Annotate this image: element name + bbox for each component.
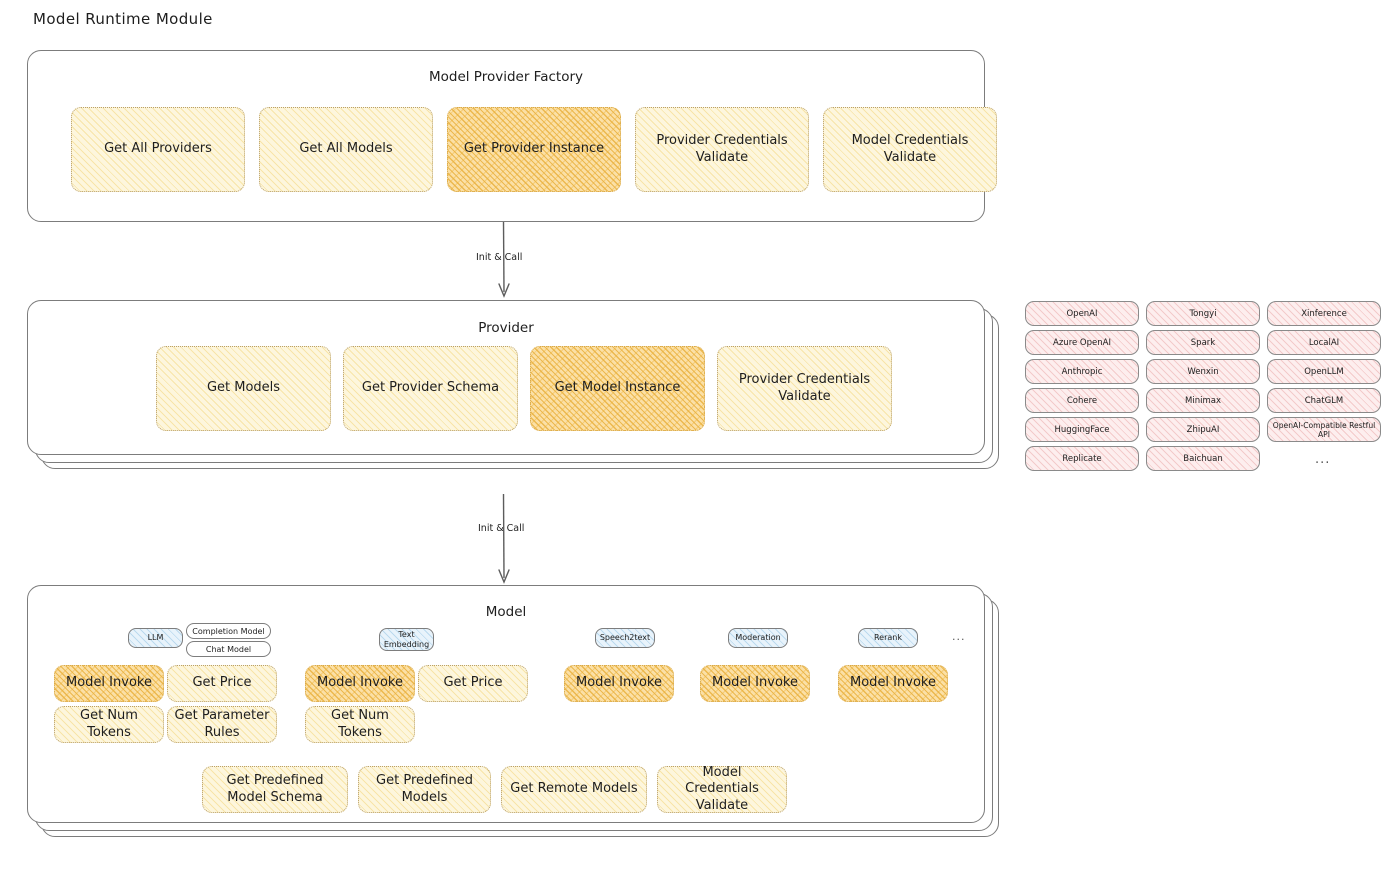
factory-box-get-all-models[interactable]: Get All Models <box>259 107 433 192</box>
arrow-label-init-call-1: Init & Call <box>476 252 523 263</box>
provider-box-get-model-instance[interactable]: Get Model Instance <box>530 346 705 431</box>
model-method-moderation-model-invoke[interactable]: Model Invoke <box>700 665 810 702</box>
provider-chip-zhipuai[interactable]: ZhipuAI <box>1146 417 1260 442</box>
model-provider-factory-container: Model Provider Factory Get All Providers… <box>27 50 997 222</box>
provider-box-provider-credentials-validate[interactable]: Provider Credentials Validate <box>717 346 892 431</box>
provider-chip-xinference[interactable]: Xinference <box>1267 301 1381 326</box>
factory-box-provider-credentials-validate[interactable]: Provider Credentials Validate <box>635 107 809 192</box>
provider-list: OpenAI Azure OpenAI Anthropic Cohere Hug… <box>1025 300 1381 480</box>
provider-chip-minimax[interactable]: Minimax <box>1146 388 1260 413</box>
model-shared-get-predefined-models[interactable]: Get Predefined Models <box>358 766 491 813</box>
arrow-provider-to-model <box>498 493 510 584</box>
arrow-factory-to-provider <box>498 221 510 298</box>
model-type-chip-moderation[interactable]: Moderation <box>728 628 788 648</box>
model-subchip-completion-model[interactable]: Completion Model <box>186 623 271 639</box>
provider-chip-wenxin[interactable]: Wenxin <box>1146 359 1260 384</box>
model-method-llm-get-price[interactable]: Get Price <box>167 665 277 702</box>
model-method-speech2text-model-invoke[interactable]: Model Invoke <box>564 665 674 702</box>
provider-title: Provider <box>478 320 534 336</box>
provider-chip-huggingface[interactable]: HuggingFace <box>1025 417 1139 442</box>
model-shared-get-predefined-model-schema[interactable]: Get Predefined Model Schema <box>202 766 348 813</box>
provider-chip-spark[interactable]: Spark <box>1146 330 1260 355</box>
provider-chip-openai[interactable]: OpenAI <box>1025 301 1139 326</box>
factory-box-get-all-providers[interactable]: Get All Providers <box>71 107 245 192</box>
factory-box-model-credentials-validate[interactable]: Model Credentials Validate <box>823 107 997 192</box>
model-method-llm-get-num-tokens[interactable]: Get Num Tokens <box>54 706 164 743</box>
model-method-text-embedding-get-num-tokens[interactable]: Get Num Tokens <box>305 706 415 743</box>
model-method-rerank-model-invoke[interactable]: Model Invoke <box>838 665 948 702</box>
model-type-chip-rerank[interactable]: Rerank <box>858 628 918 648</box>
provider-chip-localai[interactable]: LocalAI <box>1267 330 1381 355</box>
model-subchip-chat-model[interactable]: Chat Model <box>186 641 271 657</box>
provider-box-get-provider-schema[interactable]: Get Provider Schema <box>343 346 518 431</box>
model-method-llm-model-invoke[interactable]: Model Invoke <box>54 665 164 702</box>
model-shared-get-remote-models[interactable]: Get Remote Models <box>501 766 647 813</box>
provider-chip-azure-openai[interactable]: Azure OpenAI <box>1025 330 1139 355</box>
provider-chip-cohere[interactable]: Cohere <box>1025 388 1139 413</box>
provider-chip-baichuan[interactable]: Baichuan <box>1146 446 1260 471</box>
factory-title: Model Provider Factory <box>428 69 583 85</box>
provider-chip-tongyi[interactable]: Tongyi <box>1146 301 1260 326</box>
arrow-label-init-call-2: Init & Call <box>478 523 525 534</box>
model-type-chip-text-embedding[interactable]: Text Embedding <box>379 628 434 651</box>
provider-list-more-ellipsis: ... <box>1315 452 1331 467</box>
model-type-chip-llm[interactable]: LLM <box>128 628 183 648</box>
model-type-chip-speech2text[interactable]: Speech2text <box>595 628 655 648</box>
provider-chip-openllm[interactable]: OpenLLM <box>1267 359 1381 384</box>
page-title: Model Runtime Module <box>33 10 213 28</box>
provider-box-get-models[interactable]: Get Models <box>156 346 331 431</box>
provider-chip-chatglm[interactable]: ChatGLM <box>1267 388 1381 413</box>
model-method-text-embedding-get-price[interactable]: Get Price <box>418 665 528 702</box>
provider-chip-openai-compatible-restful-api[interactable]: OpenAI-Compatible Restful API <box>1267 417 1381 442</box>
provider-chip-replicate[interactable]: Replicate <box>1025 446 1139 471</box>
provider-container: Provider Get Models Get Provider Schema … <box>27 300 1007 475</box>
provider-chip-anthropic[interactable]: Anthropic <box>1025 359 1139 384</box>
factory-box-get-provider-instance[interactable]: Get Provider Instance <box>447 107 621 192</box>
model-container: Model LLM Completion Model Chat Model Mo… <box>27 585 1012 850</box>
model-shared-model-credentials-validate[interactable]: Model Credentials Validate <box>657 765 787 813</box>
model-method-llm-get-parameter-rules[interactable]: Get Parameter Rules <box>167 706 277 743</box>
model-types-more-ellipsis: ... <box>952 630 966 643</box>
model-title: Model <box>485 604 527 620</box>
model-method-text-embedding-model-invoke[interactable]: Model Invoke <box>305 665 415 702</box>
